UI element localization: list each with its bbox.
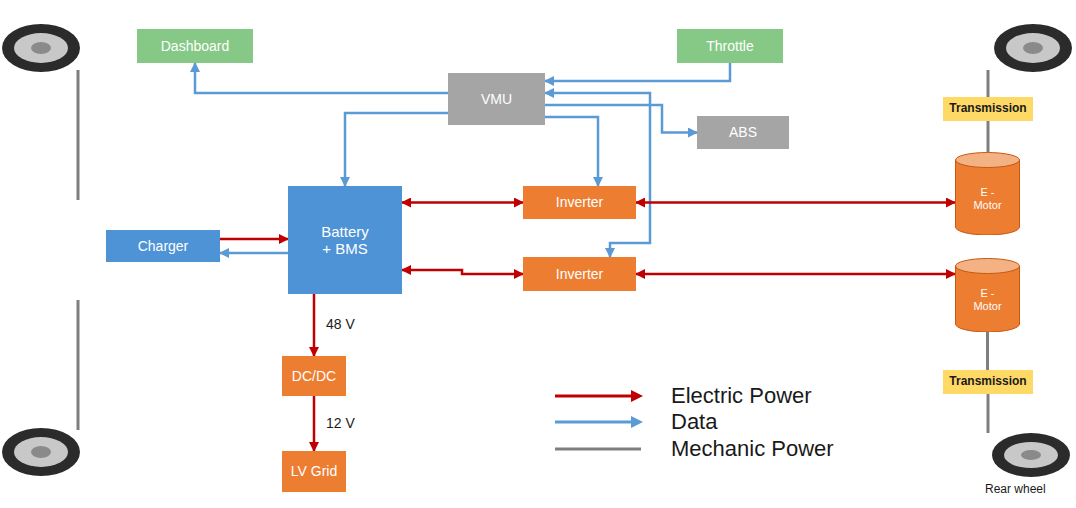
box-label: Inverter — [556, 266, 603, 282]
box-label: Transmission — [949, 375, 1026, 389]
voltage-label: 12 V — [324, 415, 357, 431]
inverter-box: Inverter — [523, 257, 636, 291]
power-arrow — [402, 270, 523, 274]
controller-box: VMU — [448, 73, 545, 125]
box-label: VMU — [481, 91, 512, 107]
legend-text: Mechanic Power — [671, 436, 834, 462]
power-arrow — [402, 201, 523, 204]
data-arrow — [545, 105, 697, 133]
power-arrow — [636, 201, 955, 204]
shaft-line — [987, 394, 990, 433]
charger-box: Charger — [106, 230, 220, 262]
wheel — [2, 24, 80, 72]
wheel — [994, 24, 1072, 72]
hub — [31, 446, 51, 458]
power-arrow — [636, 273, 955, 276]
cylinder-shape — [955, 152, 1020, 235]
box-label: DC/DC — [292, 368, 336, 384]
cylinder-top — [956, 153, 1020, 168]
voltage-label: 48 V — [324, 316, 357, 332]
cylinder-top — [956, 259, 1020, 274]
legend-sample — [555, 437, 645, 461]
legend-text: Electric Power — [671, 383, 812, 409]
data-arrow — [545, 93, 650, 257]
shaft-line — [987, 70, 990, 97]
axle-line — [77, 70, 80, 200]
rim — [1004, 442, 1058, 468]
rim — [14, 33, 68, 63]
legend-sample — [555, 384, 645, 408]
legend-text: Data — [671, 409, 717, 435]
box-label: Transmission — [949, 102, 1026, 116]
mechanic-link — [987, 121, 990, 152]
converter-box: DC/DC — [282, 356, 346, 396]
box-label: LV Grid — [291, 463, 337, 479]
tyre — [992, 433, 1070, 477]
cylinder-body — [956, 266, 1020, 332]
front-axle — [78, 70, 79, 430]
legend-sample — [555, 410, 645, 434]
motor-cylinder: E - Motor — [955, 152, 1020, 235]
legend-arrowhead — [631, 390, 643, 402]
box-label: Charger — [138, 238, 189, 254]
tyre — [2, 428, 80, 476]
part-label: Rear wheel — [985, 482, 1046, 496]
tyre — [2, 24, 80, 72]
hub — [1023, 42, 1043, 54]
battery-box: Battery + BMS — [288, 186, 402, 294]
legend-line — [555, 395, 633, 398]
hub — [31, 42, 51, 54]
input-box: Throttle — [677, 29, 783, 63]
box-label: E - Motor — [967, 186, 1009, 211]
tyre — [994, 24, 1072, 72]
legend-line — [555, 448, 641, 451]
power-arrow — [313, 396, 316, 451]
wheel — [2, 428, 80, 476]
box-label: E - Motor — [967, 287, 1009, 312]
data-arrow — [345, 113, 448, 186]
power-arrow — [220, 238, 288, 241]
data-arrow — [195, 63, 448, 93]
data-arrow — [545, 63, 730, 81]
controller-box: ABS — [697, 116, 789, 149]
legend-row: Data — [555, 409, 717, 435]
grid-box: LV Grid — [282, 451, 346, 492]
rim — [14, 437, 68, 467]
mechanic-link — [986, 332, 989, 370]
inverter-box: Inverter — [523, 186, 636, 219]
box-label: Battery + BMS — [318, 223, 372, 258]
legend-arrowhead — [631, 416, 643, 428]
cylinder-body — [956, 160, 1020, 235]
legend-row: Electric Power — [555, 383, 812, 409]
rim — [1006, 33, 1060, 63]
transmission-box: Transmission — [943, 370, 1033, 394]
rear-drive-shafts — [988, 70, 989, 433]
transmission-box: Transmission — [943, 97, 1033, 121]
box-label: ABS — [729, 124, 757, 140]
cylinder-shape — [955, 258, 1020, 332]
motor-cylinder: E - Motor — [955, 258, 1020, 332]
box-label: Inverter — [556, 194, 603, 210]
display-box: Dashboard — [137, 29, 253, 63]
legend-row: Mechanic Power — [555, 436, 834, 462]
axle-line — [77, 300, 80, 430]
power-arrow — [313, 294, 316, 356]
legend-line — [555, 421, 633, 424]
wheel — [992, 433, 1070, 477]
box-label: Dashboard — [161, 38, 230, 54]
hub — [1021, 450, 1041, 460]
data-arrow — [220, 252, 288, 255]
data-arrow — [545, 117, 598, 186]
box-label: Throttle — [706, 38, 753, 54]
